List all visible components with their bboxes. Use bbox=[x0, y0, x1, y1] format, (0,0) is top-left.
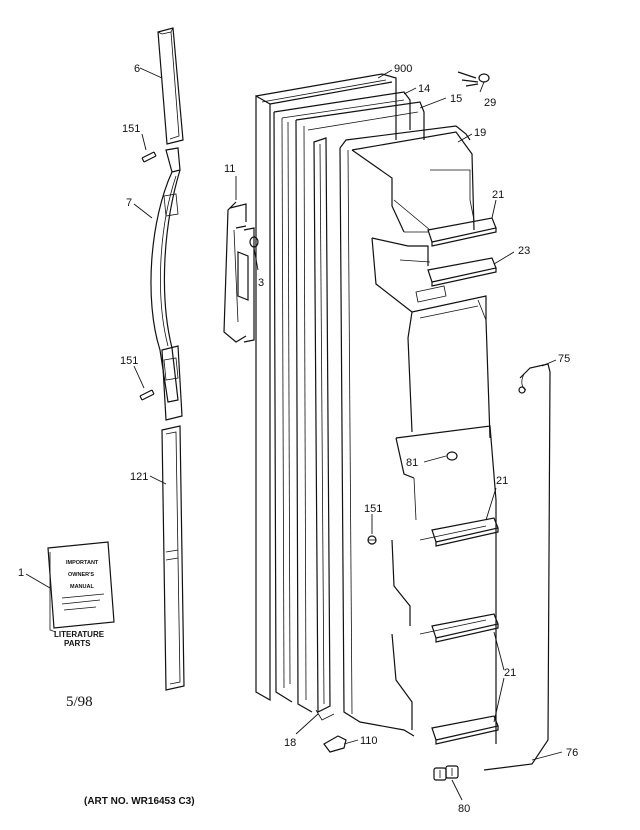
heater-wire bbox=[483, 363, 551, 771]
callout-81: 81 bbox=[406, 457, 418, 469]
callout-75: 75 bbox=[558, 353, 570, 365]
screw-151-liner bbox=[367, 535, 377, 545]
shelf-bin-21-lower-b bbox=[431, 715, 499, 745]
callout-19: 19 bbox=[474, 127, 486, 139]
callout-21-middle: 21 bbox=[496, 475, 508, 487]
booklet-line-3: MANUAL bbox=[70, 584, 94, 590]
parts-label: PARTS bbox=[64, 639, 91, 648]
shelf-bin-21-middle bbox=[431, 517, 499, 547]
callout-11: 11 bbox=[224, 163, 235, 175]
handle-bracket bbox=[223, 201, 255, 343]
door-inner-liner bbox=[339, 125, 487, 737]
callout-151-lower: 151 bbox=[120, 355, 138, 367]
callout-900: 900 bbox=[394, 63, 412, 75]
callout-7: 7 bbox=[126, 197, 132, 209]
callout-1: 1 bbox=[18, 567, 24, 579]
handle-top-trim bbox=[157, 27, 184, 145]
callout-18: 18 bbox=[284, 737, 296, 749]
side-trim-18 bbox=[313, 137, 335, 721]
callout-6: 6 bbox=[134, 63, 140, 75]
plug-button bbox=[249, 236, 259, 248]
door-handle bbox=[150, 147, 183, 421]
callout-labels: 6 151 7 151 121 1 11 3 900 14 15 29 19 2… bbox=[18, 63, 578, 815]
screw-151-upper bbox=[141, 151, 157, 163]
shelf-bin-21-lower-a bbox=[431, 613, 499, 643]
callout-151-upper: 151 bbox=[122, 123, 140, 135]
shelf-bin-23 bbox=[427, 257, 497, 287]
door-gasket bbox=[273, 91, 411, 703]
callout-21-top: 21 bbox=[492, 189, 504, 201]
callout-29: 29 bbox=[484, 97, 496, 109]
grommet-81 bbox=[446, 451, 458, 461]
callout-80: 80 bbox=[458, 803, 470, 815]
callout-76: 76 bbox=[566, 747, 578, 759]
revision-date: 5/98 bbox=[66, 694, 93, 710]
liner-lower-section bbox=[391, 425, 497, 744]
callout-110: 110 bbox=[360, 735, 378, 747]
callout-3: 3 bbox=[258, 277, 264, 289]
hinge-cap-110 bbox=[323, 735, 347, 753]
liner-center-panel bbox=[407, 285, 491, 439]
booklet-line-2: OWNER'S bbox=[68, 572, 94, 578]
hinge-bushing-80 bbox=[433, 765, 459, 781]
callout-15: 15 bbox=[450, 93, 462, 105]
literature-booklet: IMPORTANT OWNER'S MANUAL LITERATURE PART… bbox=[47, 541, 115, 648]
wire-tie-29 bbox=[457, 71, 490, 87]
callout-21-lower: 21 bbox=[504, 667, 516, 679]
callout-23: 23 bbox=[518, 245, 530, 257]
callout-121: 121 bbox=[130, 471, 148, 483]
screw-151-lower bbox=[139, 389, 155, 401]
shelf-bin-21-top bbox=[393, 199, 497, 247]
leader-lines bbox=[25, 67, 563, 801]
breaker-frame bbox=[295, 101, 425, 713]
literature-label: LITERATURE bbox=[54, 630, 105, 639]
art-number: (ART NO. WR16453 C3) bbox=[84, 796, 195, 807]
handle-bottom-trim bbox=[161, 425, 185, 691]
booklet-line-1: IMPORTANT bbox=[66, 560, 99, 566]
liner-upper-cavity bbox=[371, 169, 471, 313]
door-outer-panel bbox=[255, 73, 397, 702]
callout-151-liner: 151 bbox=[364, 503, 382, 515]
callout-14: 14 bbox=[418, 83, 430, 95]
